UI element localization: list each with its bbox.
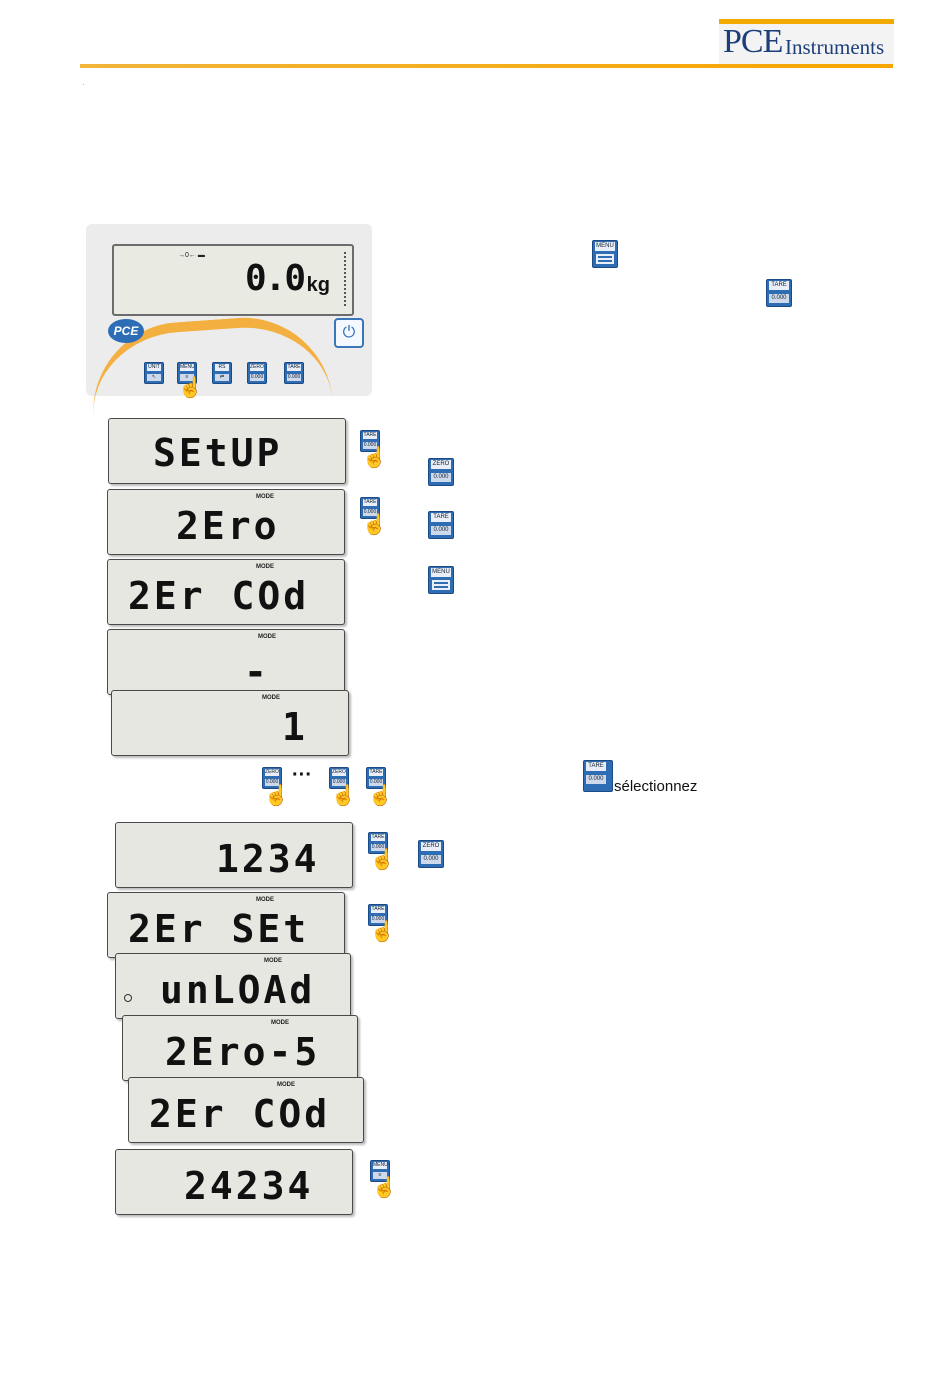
display-24234: 24234 — [115, 1149, 353, 1215]
pointing-hand-icon: ☝ — [370, 849, 395, 871]
unit-key-glyph: ↖ — [147, 374, 161, 381]
menu-key[interactable]: MENU≡ — [177, 362, 197, 384]
weight-unit: kg — [306, 274, 330, 296]
capacity-bar — [340, 252, 346, 306]
header-dot: · — [82, 80, 85, 89]
display-zer-cod: MODE 2Er COd — [107, 559, 345, 625]
display-1234: 1234 — [115, 822, 353, 888]
display-zero: MODE 2Ero — [107, 489, 345, 555]
display-zer-set: MODE 2Er SEt — [107, 892, 345, 958]
display-zer-cod-2: MODE 2Er COd — [128, 1077, 364, 1143]
display-unload: MODE unLOAd — [115, 953, 351, 1019]
pointing-hand-icon: ☝ — [178, 377, 203, 399]
display-setup: SEtUP — [108, 418, 346, 484]
logo-pce-text: PCE — [723, 23, 783, 60]
power-button[interactable]: ⏻ — [334, 318, 364, 348]
ellipsis-icon: ··· — [292, 764, 312, 786]
stable-indicator-icon: →0← ▬ — [178, 252, 205, 259]
select-instruction: sélectionnez — [614, 778, 698, 795]
pointing-hand-icon: ☝ — [368, 785, 393, 807]
scale-display: →0← ▬ 0.0 kg — [112, 244, 354, 316]
pce-badge-logo: PCE — [108, 319, 144, 343]
menu-key-instruction: MENU — [592, 240, 618, 268]
pointing-hand-icon: ☝ — [362, 514, 387, 536]
pointing-hand-icon: ☝ — [370, 921, 395, 943]
display-zero-s: MODE 2Ero-5 — [122, 1015, 358, 1081]
menu-key-step-final: MENU≡ — [370, 1160, 390, 1182]
stable-circle-icon — [124, 994, 132, 1002]
pointing-hand-icon: ☝ — [331, 785, 356, 807]
logo-instruments-text: Instruments — [785, 35, 885, 59]
menu-key-instruction-2: MENU — [428, 566, 454, 594]
pce-instruments-logo: PCE Instruments — [719, 19, 894, 65]
display-dash: MODE - — [107, 629, 345, 695]
unit-key[interactable]: UNIT↖ — [144, 362, 164, 384]
pointing-hand-icon: ☝ — [362, 447, 387, 469]
display-one: MODE 1 — [111, 690, 349, 756]
rs-key[interactable]: RS⇄ — [212, 362, 232, 384]
weight-value: 0.0 — [244, 258, 306, 299]
pointing-hand-icon: ☝ — [264, 785, 289, 807]
pointing-hand-icon: ☝ — [372, 1177, 397, 1199]
header-rule — [80, 64, 893, 68]
